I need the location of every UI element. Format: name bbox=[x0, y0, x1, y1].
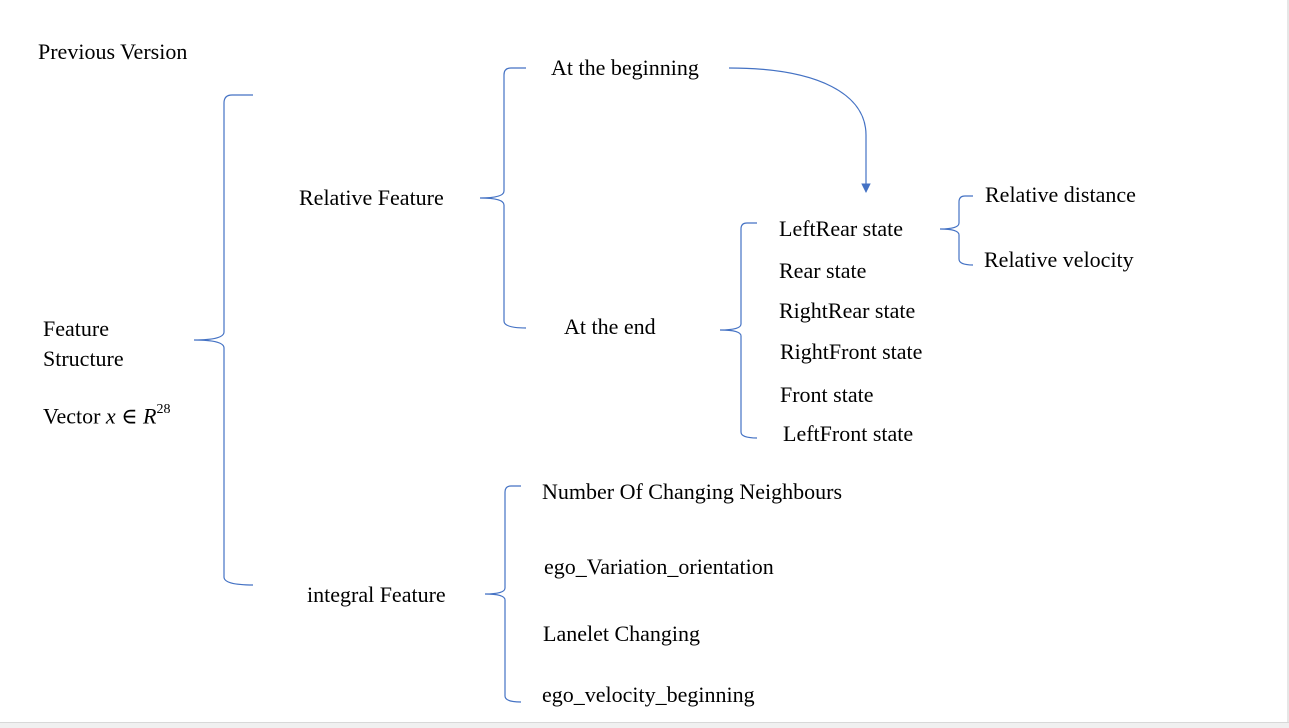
window-right-edge bbox=[1287, 0, 1289, 722]
state-item: Front state bbox=[780, 382, 874, 407]
at-beginning-label: At the beginning bbox=[551, 55, 699, 80]
root-label-line2: Structure bbox=[43, 346, 124, 371]
relative-feature-brace bbox=[479, 67, 527, 329]
state-detail-item: Relative distance bbox=[985, 182, 1136, 207]
integral-item: Lanelet Changing bbox=[543, 621, 701, 646]
page-title: Previous Version bbox=[38, 39, 188, 64]
integral-feature-brace bbox=[484, 485, 522, 703]
integral-item: Number Of Changing Neighbours bbox=[542, 479, 843, 504]
vector-space: R bbox=[142, 403, 157, 429]
integral-item: ego_velocity_beginning bbox=[542, 682, 755, 707]
vector-element-of: ∈ bbox=[115, 403, 143, 429]
states-brace bbox=[719, 222, 758, 439]
state-item: Rear state bbox=[779, 258, 867, 283]
root-label-line1: Feature bbox=[43, 316, 109, 341]
state-item: LeftRear state bbox=[779, 216, 903, 241]
integral-feature-label: integral Feature bbox=[307, 582, 446, 607]
vector-prefix: Vector bbox=[43, 403, 106, 429]
state-item: RightFront state bbox=[780, 339, 923, 364]
relative-feature-label: Relative Feature bbox=[299, 185, 444, 210]
state-detail-item: Relative velocity bbox=[984, 247, 1134, 272]
state-item: LeftFront state bbox=[783, 421, 914, 446]
beginning-arrow bbox=[728, 67, 871, 193]
integral-item: ego_Variation_orientation bbox=[544, 554, 774, 579]
vector-variable: x bbox=[105, 403, 116, 429]
vector-dimension: 28 bbox=[156, 402, 171, 417]
feature-structure-brace bbox=[193, 94, 254, 586]
state-item: RightRear state bbox=[779, 298, 916, 323]
at-end-label: At the end bbox=[564, 314, 656, 339]
window-bottom-strip bbox=[0, 722, 1289, 728]
vector-formula: Vector x ∈ R28 bbox=[43, 402, 171, 429]
state-details-brace bbox=[939, 195, 974, 266]
